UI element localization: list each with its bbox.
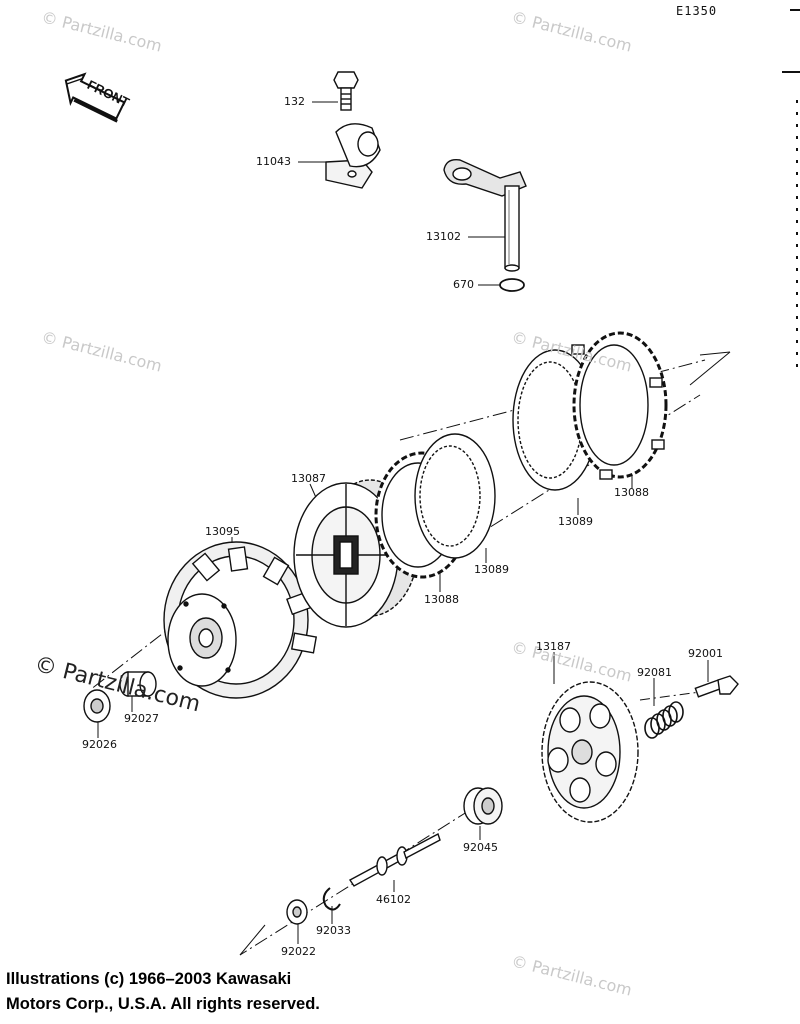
bearing-92045: [463, 787, 503, 825]
front-arrow: [64, 72, 126, 123]
part-label-92027: 92027: [124, 712, 159, 725]
part-label-13088-rear: 13088: [614, 486, 649, 499]
washer-92026: [83, 689, 111, 723]
friction-plate-13088-rear: [571, 331, 668, 480]
part-label-92001: 92001: [688, 647, 723, 660]
part-label-13089-front: 13089: [474, 563, 509, 576]
part-label-92026: 92026: [82, 738, 117, 751]
part-label-92081: 92081: [637, 666, 672, 679]
washer-92022: [286, 899, 308, 925]
part-label-13102: 13102: [426, 230, 461, 243]
o-ring-670: [499, 278, 525, 292]
bolt-132: [333, 71, 359, 111]
part-label-92045: 92045: [463, 841, 498, 854]
part-label-11043: 11043: [256, 155, 291, 168]
part-label-132: 132: [284, 95, 305, 108]
copyright-line-1: Illustrations (c) 1966–2003 Kawasaki: [6, 970, 292, 988]
shaft-13102: [443, 159, 527, 272]
part-label-92033: 92033: [316, 924, 351, 937]
copyright-line-2: Motors Corp., U.S.A. All rights reserved…: [6, 995, 320, 1013]
margin-marks: [782, 9, 800, 370]
circlip-92033: [322, 887, 341, 911]
spring-92081: [644, 701, 684, 739]
push-rod-46102: [348, 832, 441, 887]
steel-plate-13089-front: [414, 433, 496, 559]
part-label-46102: 46102: [376, 893, 411, 906]
part-label-13089-rear: 13089: [558, 515, 593, 528]
clutch-housing-13095: [163, 541, 318, 699]
part-label-92022: 92022: [281, 945, 316, 958]
diagram-reference-code: E1350: [676, 4, 718, 18]
collar-92027: [119, 671, 157, 697]
pressure-plate-13187: [541, 681, 639, 823]
bolt-92001: [694, 675, 739, 698]
part-label-670: 670: [453, 278, 474, 291]
part-label-13187: 13187: [536, 640, 571, 653]
part-label-13087: 13087: [291, 472, 326, 485]
bracket-11043: [325, 123, 381, 189]
part-label-13088-front: 13088: [424, 593, 459, 606]
part-label-13095: 13095: [205, 525, 240, 538]
